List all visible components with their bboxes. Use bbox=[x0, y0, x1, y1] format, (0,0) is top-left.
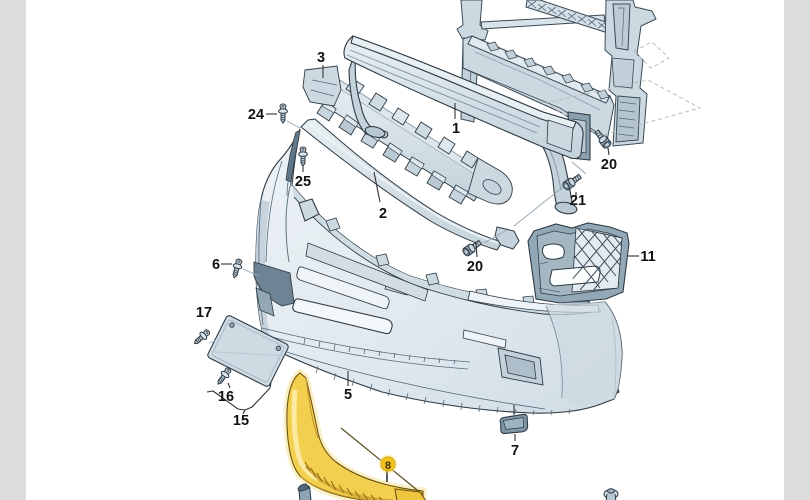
svg-text:1: 1 bbox=[452, 121, 460, 137]
svg-text:15: 15 bbox=[233, 413, 249, 429]
svg-text:20: 20 bbox=[467, 259, 483, 275]
svg-text:20: 20 bbox=[601, 157, 617, 173]
svg-text:11: 11 bbox=[640, 249, 655, 265]
svg-text:6: 6 bbox=[212, 257, 220, 273]
svg-text:2: 2 bbox=[379, 206, 387, 222]
svg-text:7: 7 bbox=[511, 443, 519, 459]
svg-text:16: 16 bbox=[218, 389, 234, 405]
svg-text:24: 24 bbox=[248, 107, 264, 123]
svg-text:5: 5 bbox=[344, 387, 352, 403]
svg-text:17: 17 bbox=[196, 305, 212, 321]
svg-text:25: 25 bbox=[295, 174, 311, 190]
svg-text:3: 3 bbox=[317, 50, 325, 66]
svg-text:8: 8 bbox=[385, 460, 391, 472]
svg-text:21: 21 bbox=[570, 193, 586, 209]
